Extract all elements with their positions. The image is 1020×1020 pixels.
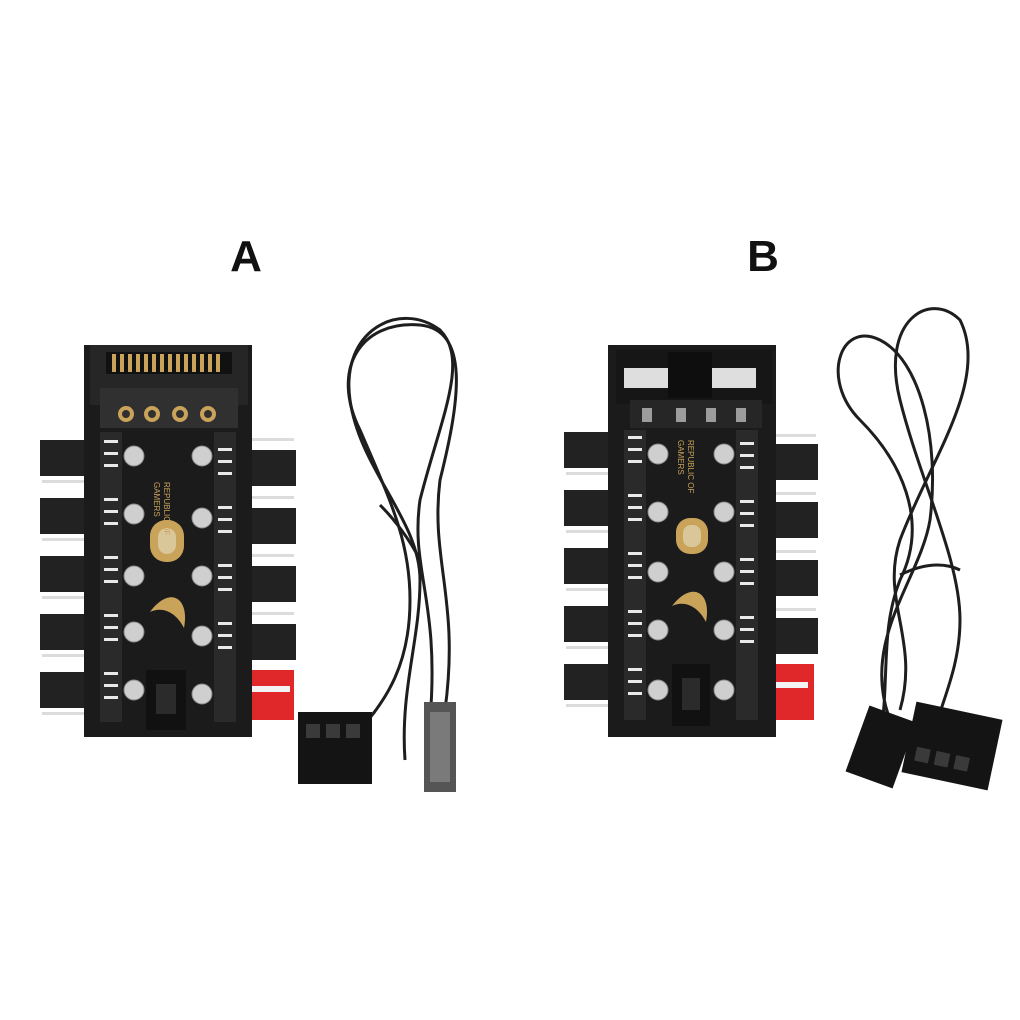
- rog-logo: [150, 597, 186, 628]
- hub-b-print-line-1: REPUBLIC OF: [686, 440, 695, 493]
- hub-a-capacitors: [123, 445, 213, 705]
- molex-connector: [616, 350, 772, 428]
- cable-b-4pin-connector: [901, 701, 1003, 791]
- cable-a: [346, 317, 458, 761]
- variant-b-label: B: [747, 232, 779, 281]
- fan-hub-b: REPUBLIC OF GAMERS: [564, 345, 818, 737]
- fan-hub-a: REPUBLIC OF GAMERS: [40, 345, 296, 737]
- hub-a-print-line-1: REPUBLIC OF: [162, 482, 171, 535]
- sata-connector: [90, 345, 248, 428]
- cable-b-3pin-connector: [845, 705, 917, 789]
- hub-b-print-line-2: GAMERS: [676, 440, 685, 475]
- variant-a-label: A: [230, 232, 262, 281]
- cable-b: [836, 307, 970, 761]
- hub-a-print-line-2: GAMERS: [152, 482, 161, 517]
- hub-b-capacitors: [647, 443, 735, 701]
- rog-logo: [672, 591, 708, 622]
- cable-a-4pin-connector: [298, 712, 372, 784]
